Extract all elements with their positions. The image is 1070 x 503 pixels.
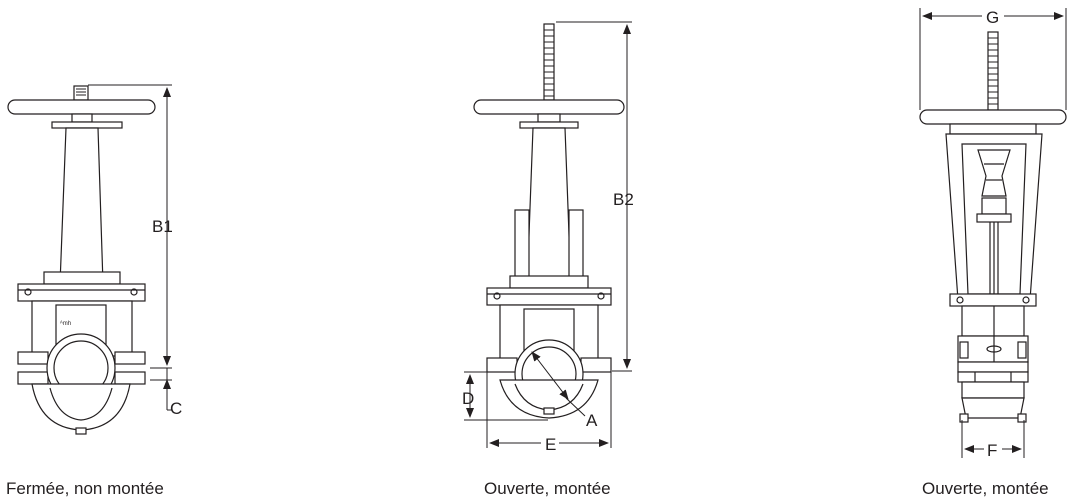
view-open-mounted-front: A B2 D E Ouverte, montée (462, 21, 634, 498)
label-g: G (986, 8, 999, 27)
label-b2: B2 (613, 190, 634, 209)
caption-view-2: Ouverte, montée (484, 479, 611, 498)
valve-drawing-3 (919, 31, 1067, 423)
dimension-b2 (556, 21, 632, 372)
dimension-c (150, 368, 172, 411)
caption-view-3: Ouverte, montée (922, 479, 1049, 498)
label-b1: B1 (152, 217, 173, 236)
brand-mark: ᴬmh (59, 319, 71, 327)
dimension-b1 (88, 84, 172, 369)
label-a: A (586, 411, 598, 430)
valve-drawing-2 (473, 23, 625, 419)
dimension-d (464, 371, 548, 421)
view-closed-unmounted: ᴬmh B1 C Fermée, non (6, 84, 182, 498)
dimension-f (961, 420, 1025, 458)
label-f: F (987, 441, 997, 460)
label-c: C (170, 399, 182, 418)
valve-drawing-1: ᴬmh (7, 85, 156, 435)
label-d: D (462, 389, 474, 408)
dimension-e (486, 372, 612, 453)
caption-view-1: Fermée, non montée (6, 479, 164, 498)
view-open-mounted-side: G F Ouverte, montée (919, 4, 1067, 498)
dimension-a (531, 351, 569, 400)
label-e: E (545, 435, 556, 454)
dimension-g (919, 4, 1067, 110)
leader-a (565, 397, 586, 417)
